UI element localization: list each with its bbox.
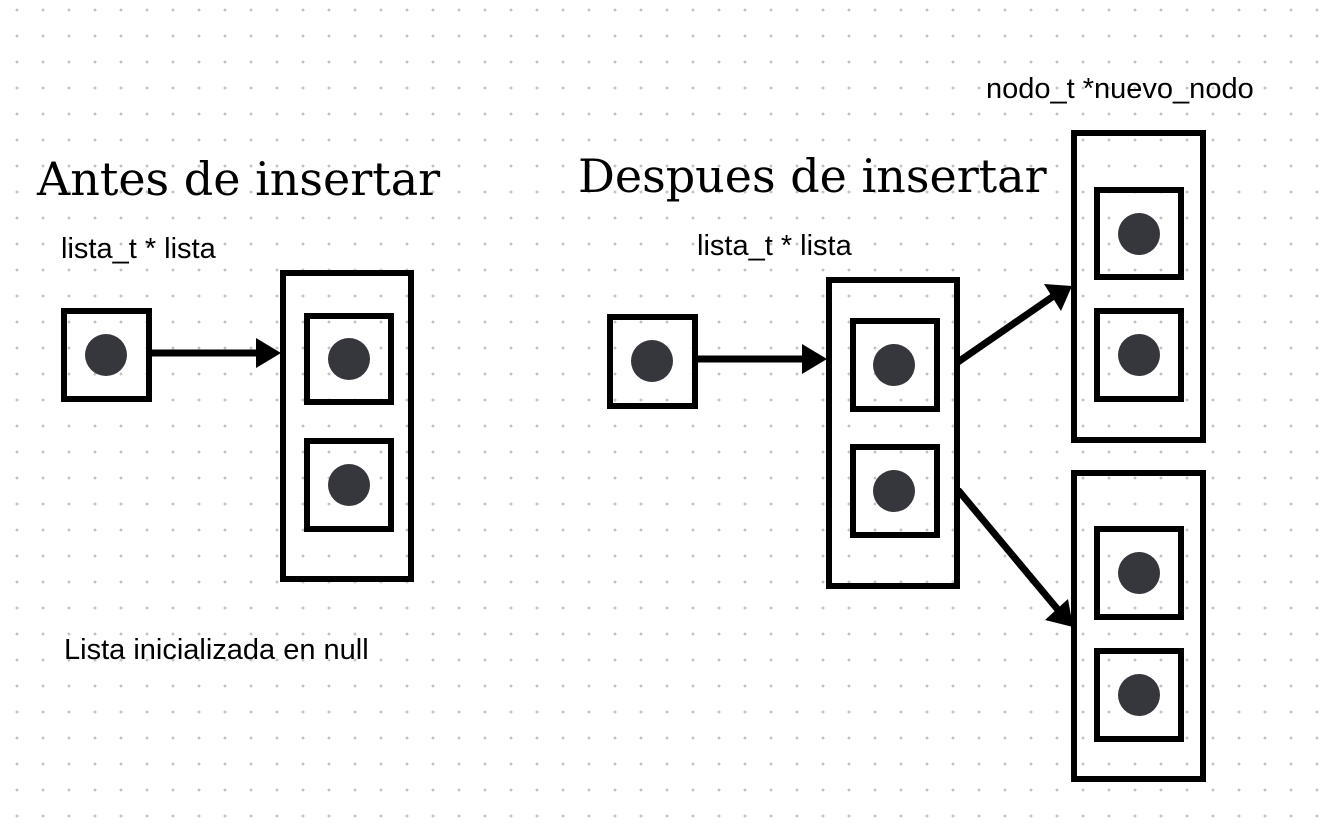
node-field-data — [850, 318, 940, 412]
node-field-dot — [1118, 674, 1160, 716]
node-before — [280, 270, 414, 582]
node-field-dot — [873, 344, 915, 386]
label-lista-pointer-before: lista_t * lista — [61, 233, 216, 265]
pointer-box-after — [607, 314, 698, 409]
before-group — [61, 270, 414, 582]
node-field-dot — [328, 464, 370, 506]
pointer-dot — [631, 340, 673, 382]
node-field-data — [1094, 526, 1184, 620]
caption-lista-null: Lista inicializada en null — [64, 634, 369, 666]
pointer-box-before — [61, 308, 152, 402]
arrow-new-node-to-top-node — [956, 284, 1072, 365]
node-field-dot — [1118, 552, 1160, 594]
node-field-dot — [873, 470, 915, 512]
arrow-lista-to-new-node — [696, 344, 827, 374]
node-after-bottom — [1071, 470, 1206, 782]
node-field-dot — [1118, 213, 1160, 255]
label-nuevo-nodo: nodo_t *nuevo_nodo — [986, 73, 1254, 105]
node-after-top — [1071, 130, 1206, 443]
node-field-dot — [328, 338, 370, 380]
label-lista-pointer-after: lista_t * lista — [697, 230, 852, 262]
after-group — [607, 130, 1206, 782]
new-node — [826, 277, 960, 589]
node-field-next — [1094, 648, 1184, 742]
node-field-next — [1094, 308, 1184, 402]
node-field-data — [304, 313, 394, 405]
node-field-data — [1094, 187, 1184, 280]
node-field-next — [304, 438, 394, 532]
arrow-new-node-to-bottom-node — [955, 487, 1073, 627]
node-field-next — [850, 444, 940, 538]
node-field-dot — [1118, 334, 1160, 376]
title-before: Antes de insertar — [37, 152, 441, 206]
title-after: Despues de insertar — [578, 149, 1047, 203]
arrow-lista-to-node-before — [150, 338, 281, 368]
pointer-dot — [85, 334, 127, 376]
